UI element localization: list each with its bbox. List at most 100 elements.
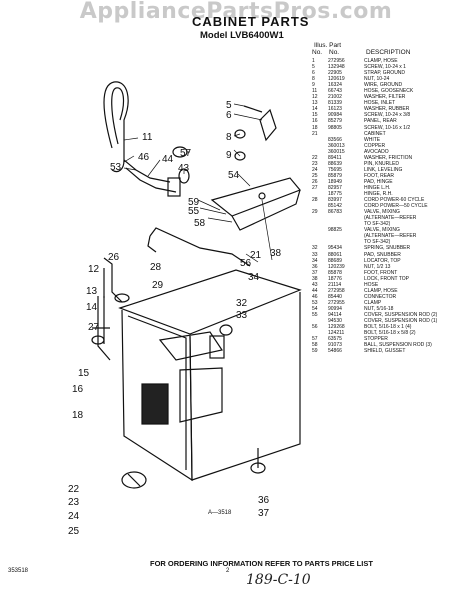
- part-description: CLAMP: [364, 299, 382, 306]
- part-number: 120619: [328, 76, 345, 83]
- part-number: 18775: [328, 191, 342, 198]
- part-number: 98805: [328, 124, 342, 131]
- callout-22: 22: [68, 484, 80, 495]
- callout-57: 57: [180, 148, 192, 159]
- callout-59: 59: [188, 197, 200, 208]
- part-illus-number: 18: [312, 124, 318, 131]
- rear-foot: [121, 471, 147, 489]
- callout-12: 12: [88, 264, 100, 275]
- part-illus-number: 11: [312, 88, 318, 95]
- part-number: 98825: [328, 227, 342, 234]
- part-description: (ALTERNATE—REFER: [364, 215, 417, 222]
- callout-37: 37: [258, 508, 270, 519]
- part-illus-number: 34: [312, 257, 318, 264]
- part-number: 81339: [328, 100, 342, 107]
- part-description: WHITE: [364, 136, 381, 143]
- part-illus-number: 59: [312, 348, 318, 355]
- callout-6: 6: [226, 110, 232, 121]
- leader-44: [147, 159, 161, 177]
- parts-row: 18775 HINGE, R.H.: [312, 191, 472, 197]
- part-illus-number: 6: [312, 70, 315, 77]
- parts-row: 83566 WHITE: [312, 137, 472, 143]
- part-description: HINGE, R.H.: [364, 191, 393, 198]
- leader-58: [207, 217, 233, 223]
- rear-panel-opening: [141, 383, 169, 425]
- rear-panel: [179, 367, 223, 423]
- part-number: 85279: [328, 118, 342, 125]
- leader-lines: [123, 103, 273, 263]
- part-description: NUT, 1/2 13: [364, 263, 391, 270]
- filter-washer: [178, 168, 190, 184]
- part-description: SPRING, SNUBBER: [364, 245, 411, 252]
- page-title: CABINET PARTS: [192, 14, 310, 29]
- drain-hose: [97, 296, 111, 361]
- part-number: 89411: [328, 154, 342, 161]
- nut-8b: [234, 151, 246, 161]
- part-illus-number: 56: [312, 324, 318, 331]
- part-number: 272955: [328, 299, 345, 306]
- part-description: CONNECTOR: [364, 293, 397, 300]
- part-illus-number: 36: [312, 263, 318, 270]
- part-number: 66743: [328, 88, 342, 95]
- callout-56: 56: [240, 258, 252, 269]
- part-number: 90994: [328, 305, 342, 312]
- part-description: NUT, 10-24: [364, 76, 390, 83]
- hinge-left: [103, 257, 123, 303]
- part-number: 85879: [328, 172, 342, 179]
- callout-28: 28: [150, 262, 162, 273]
- watermark-text: AppliancePartsPros.com: [79, 0, 393, 24]
- part-illus-number: 46: [312, 293, 318, 300]
- valve-body: [209, 335, 225, 359]
- part-number: 86783: [328, 209, 342, 216]
- part-number: 83566: [328, 136, 342, 143]
- leader-54: [237, 173, 251, 187]
- gooseneck-hose-inner: [111, 87, 125, 145]
- part-description: HOSE, INLET: [364, 100, 396, 107]
- part-description: VALVE, MIXING: [364, 209, 400, 216]
- part-description: WASHER, FRICTION: [364, 154, 413, 161]
- part-illus-number: 33: [312, 251, 318, 258]
- part-illus-number: 13: [312, 100, 318, 107]
- part-description: FOOT, REAR: [364, 172, 395, 179]
- callout-53: 53: [110, 162, 122, 173]
- part-number: 85440: [328, 293, 342, 300]
- callout-43: 43: [178, 163, 190, 174]
- part-number: 85878: [328, 269, 342, 276]
- callout-25: 25: [68, 526, 80, 537]
- part-description: PAD, SNUBBER: [364, 251, 401, 258]
- part-number: 16324: [328, 82, 342, 89]
- screw-5: [243, 105, 263, 113]
- part-number: 88061: [328, 251, 342, 258]
- model-number: Model LVB6400W1: [200, 30, 284, 41]
- parts-row: TO SF-342): [312, 239, 472, 245]
- part-description: HOSE: [364, 281, 379, 288]
- snubber-spring: [219, 324, 233, 336]
- parts-row: TO SF-342): [312, 221, 472, 227]
- parts-row: 46 85440 CONNECTOR: [312, 294, 472, 300]
- part-number: 21114: [328, 281, 342, 288]
- part-number: 272956: [328, 58, 345, 64]
- part-illus-number: 12: [312, 94, 318, 101]
- part-description: SCREW, 10-24 x 1: [364, 64, 406, 71]
- part-illus-number: 58: [312, 342, 318, 349]
- part-description: LOCK, FRONT TOP: [364, 275, 410, 282]
- callout-38: 38: [270, 248, 282, 259]
- callout-8: 8: [226, 132, 232, 143]
- part-illus-number: 15: [312, 112, 318, 119]
- part-number: 75695: [328, 166, 342, 173]
